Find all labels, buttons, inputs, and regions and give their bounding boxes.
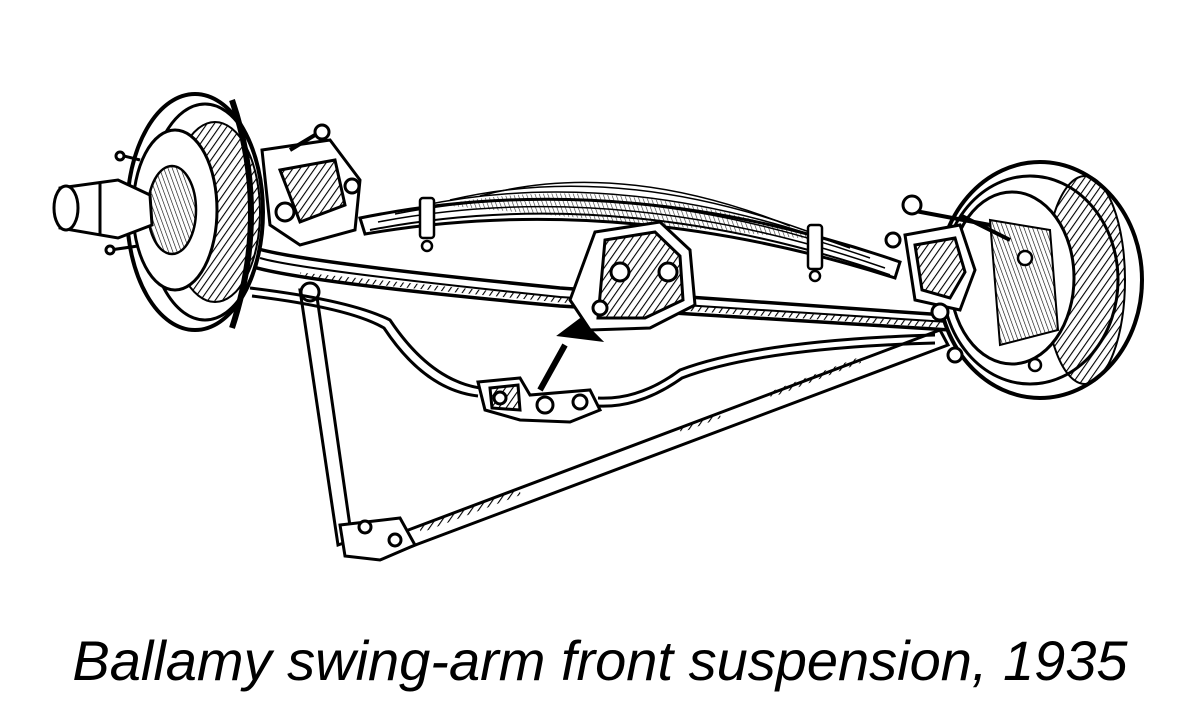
right-brake-drum bbox=[936, 160, 1144, 400]
spring-clip bbox=[418, 196, 824, 283]
lever-unit bbox=[476, 376, 603, 424]
left-hub bbox=[52, 150, 154, 256]
tie-rods bbox=[249, 286, 936, 408]
caption: Ballamy swing-arm front suspension, 1935 bbox=[72, 629, 1128, 692]
swing-arm-rod bbox=[392, 328, 951, 552]
left-steering-knuckle bbox=[260, 123, 362, 247]
lower-pivot-block bbox=[338, 516, 418, 562]
drop-link bbox=[298, 281, 354, 548]
right-steering-knuckle bbox=[884, 194, 1011, 364]
center-bracket bbox=[556, 220, 697, 343]
left-brake-drum bbox=[125, 92, 265, 332]
suspension-illustration bbox=[52, 92, 1144, 562]
